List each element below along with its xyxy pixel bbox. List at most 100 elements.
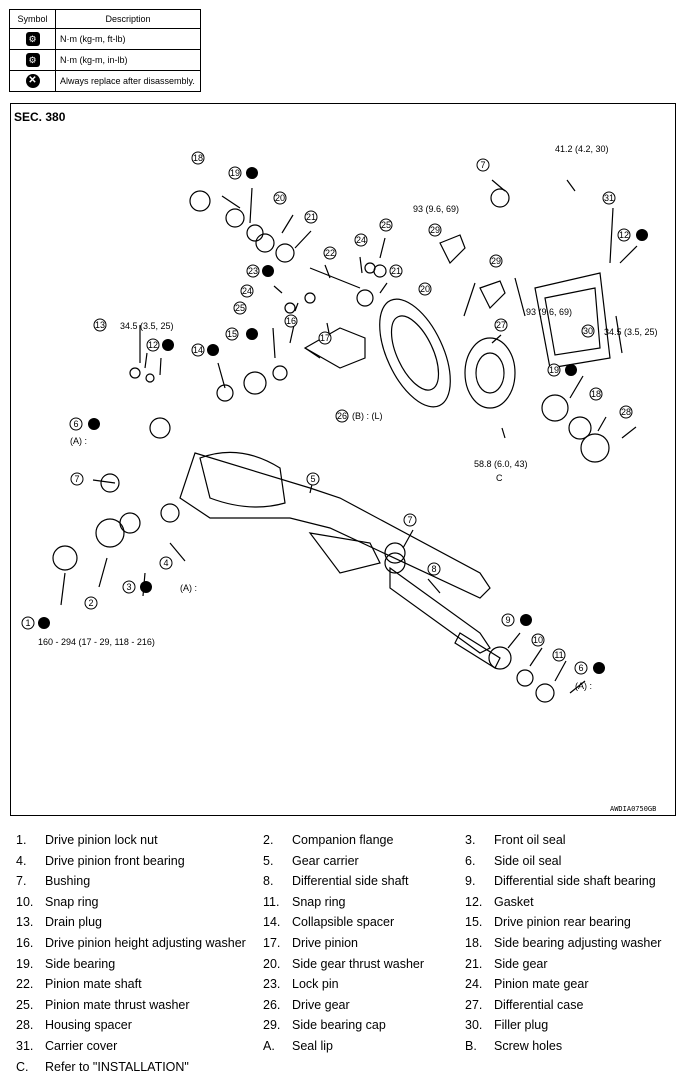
part-number: 16. [16,936,34,950]
symbol-legend-table: Symbol Description ⚙ N·m (kg-m, ft-lb) ⚙… [9,9,201,92]
callout-2: 2 [84,596,98,610]
part-name: Differential case [494,997,584,1012]
callout-30: 30 [581,324,595,338]
callout-22: 22 [323,246,337,260]
svg-text:12: 12 [148,340,158,350]
always-replace-icon: ✕ [25,74,40,88]
callout-7c: 7 [403,513,417,527]
part-name: Side bearing adjusting washer [494,936,662,950]
svg-text:5: 5 [310,474,315,484]
callout-23: 23 [246,264,260,278]
part-name: Seal lip [292,1039,333,1053]
callout-17: 17 [318,331,332,345]
callout-20b: 20 [418,282,432,296]
svg-text:20: 20 [275,193,285,203]
svg-text:26: 26 [337,411,347,421]
svg-text:22: 22 [325,248,335,258]
torque-41: 41.2 (4.2, 30) [555,144,609,154]
torque-wrench-icon: ⚙ [25,32,40,46]
part-number: 24. [465,977,483,992]
part-name: Lock pin [292,977,339,992]
svg-text:9: 9 [505,615,510,625]
ref-a-3: (A) : [575,681,592,691]
part-number: 14. [263,915,281,930]
svg-text:24: 24 [242,286,252,296]
callout-6a: 6 [69,417,83,431]
part-name: Snap ring [45,894,99,909]
callout-21a: 21 [304,210,318,224]
part-name: Drain plug [45,915,102,930]
callout-25b: 25 [233,301,247,315]
svg-text:19: 19 [230,168,240,178]
part-name: Screw holes [494,1039,563,1053]
part-number: 20. [263,956,281,971]
svg-text:28: 28 [621,407,631,417]
legend-row-text: N·m (kg-m, ft-lb) [55,28,201,50]
svg-text:4: 4 [163,558,168,568]
part-name: Drive pinion rear bearing [494,915,631,930]
part-name: Drive pinion front bearing [45,853,185,868]
part-number: 2. [263,833,274,847]
part-number: 15. [465,915,483,930]
part-number: 23. [263,977,281,992]
callout-11: 11 [552,648,566,662]
part-number: 13. [16,915,34,930]
part-name: Bushing [45,874,91,889]
part-name: Front oil seal [494,833,566,847]
part-name: Side bearing [45,956,116,971]
svg-text:17: 17 [320,333,330,343]
svg-text:12: 12 [619,230,629,240]
ref-a-1: (A) : [70,436,87,446]
part-number: 27. [465,997,483,1012]
svg-text:14: 14 [193,345,203,355]
callout-27: 27 [494,318,508,332]
part-name: Pinion mate thrust washer [45,997,190,1012]
callout-24a: 24 [354,233,368,247]
svg-text:27: 27 [496,320,506,330]
part-number: 17. [263,936,281,950]
ref-a-2: (A) : [180,583,197,593]
callout-28: 28 [619,405,633,419]
part-number: A. [263,1039,275,1053]
svg-text:15: 15 [227,329,237,339]
torque-160: 160 - 294 (17 - 29, 118 - 216) [38,637,155,647]
callout-5: 5 [306,472,320,486]
legend-row-text: N·m (kg-m, in-lb) [55,49,201,71]
part-name: Drive pinion height adjusting washer [45,936,246,950]
part-number: 25. [16,997,34,1012]
part-name: Pinion mate gear [494,977,589,992]
part-number: 19. [16,956,34,971]
callout-25a: 25 [379,218,393,232]
part-number: C. [16,1059,29,1074]
svg-text:25: 25 [235,303,245,313]
part-name: Side bearing cap [292,1018,386,1033]
section-label: SEC. 380 [14,110,66,124]
torque-58-8: 58.8 (6.0, 43) [474,459,528,469]
svg-text:13: 13 [95,320,105,330]
callout-14: 14 [191,343,205,357]
callout-12b: 12 [617,228,631,242]
part-name: Snap ring [292,894,346,909]
callout-29b: 29 [489,254,503,268]
svg-text:25: 25 [381,220,391,230]
callout-24b: 24 [240,284,254,298]
part-name: Housing spacer [45,1018,132,1033]
part-number: 3. [465,833,476,847]
callout-10: 10 [531,633,545,647]
callout-16: 16 [284,314,298,328]
part-number: 9. [465,874,476,889]
svg-text:18: 18 [591,389,601,399]
part-number: 1. [16,833,27,847]
svg-text:19: 19 [549,365,559,375]
callout-31: 31 [602,191,616,205]
torque-34-5a: 34.5 (3.5, 25) [120,321,174,331]
callout-18b: 18 [589,387,603,401]
part-name: Drive gear [292,997,350,1012]
callout-19b: 19 [547,363,561,377]
svg-text:1: 1 [25,618,30,628]
callout-19a: 19 [228,166,242,180]
part-number: 10. [16,894,34,909]
part-name: Refer to "INSTALLATION" [45,1059,189,1074]
part-number: 6. [465,853,476,868]
gear-carrier-shape [179,452,491,599]
